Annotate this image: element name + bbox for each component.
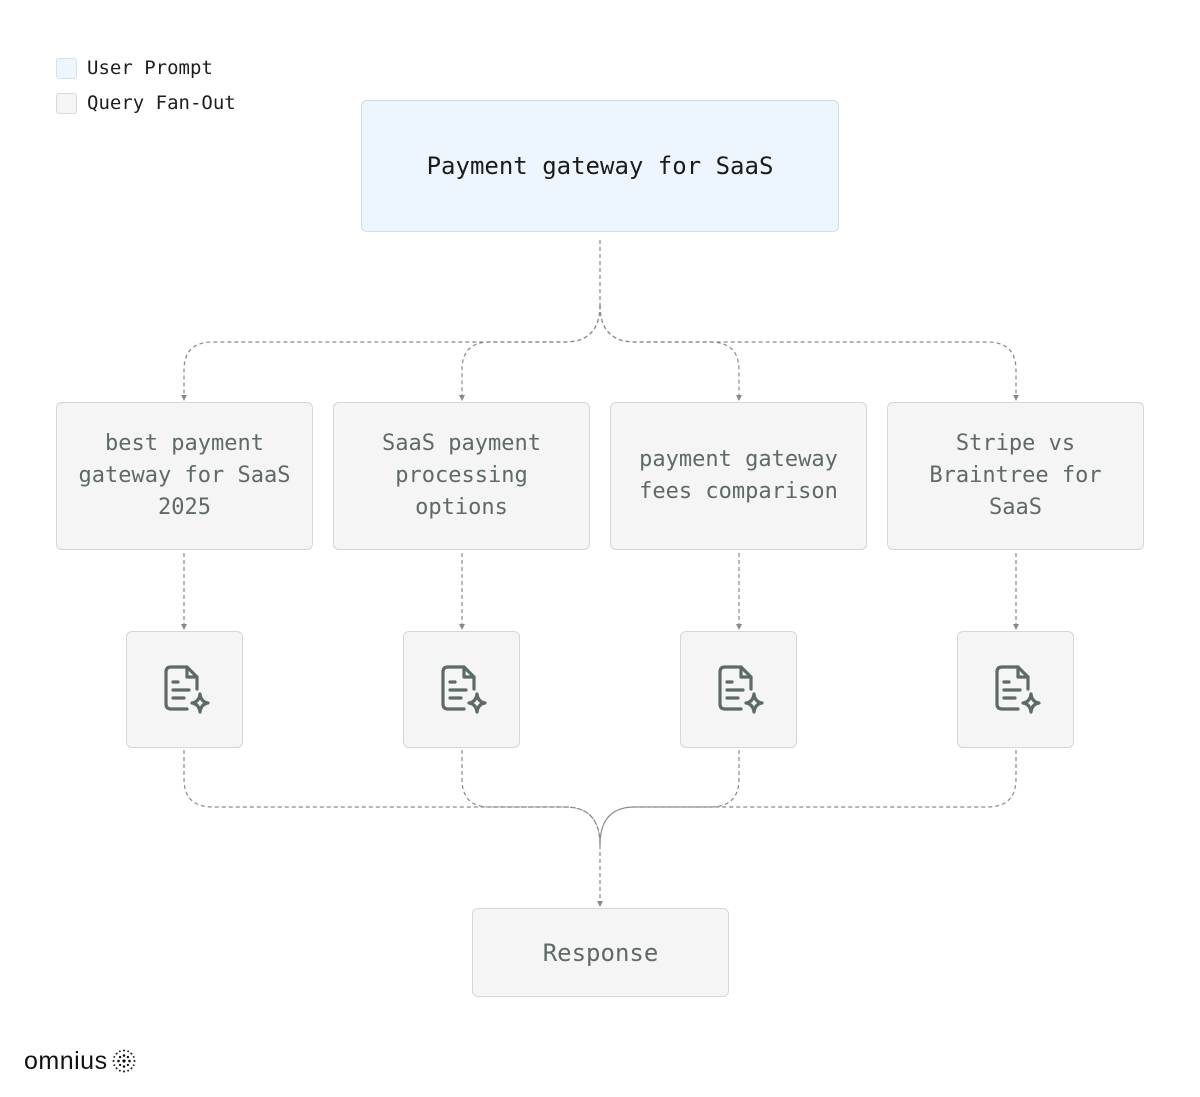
connector-fanin-2 [461,750,601,846]
query-text-3: payment gateway fees comparison [639,447,838,504]
response-node: Response [472,908,729,997]
legend-label-user-prompt: User Prompt [87,57,213,79]
connector-fanin-1 [183,750,601,846]
connector-fanout-4 [599,304,1019,401]
dotted-sphere-icon [112,1049,136,1073]
connector-fanin-4 [599,750,1017,846]
document-sparkle-icon [440,664,487,714]
query-text-1: best payment gateway for SaaS 2025 [78,431,291,520]
query-node-2: SaaS payment processing options [333,402,590,550]
connector-fanout-2 [459,304,601,401]
document-sparkle-icon [717,664,764,714]
query-node-4: Stripe vs Braintree for SaaS [887,402,1144,550]
connector-fanout-3 [599,304,742,401]
legend-item-query-fanout: Query Fan-Out [56,91,236,115]
legend-label-query-fanout: Query Fan-Out [87,92,236,114]
connector-fanin-3 [599,750,740,846]
document-node-3 [680,631,797,748]
query-node-1: best payment gateway for SaaS 2025 [56,402,313,550]
legend: User Prompt Query Fan-Out [56,56,236,126]
user-prompt-swatch [56,57,77,79]
document-sparkle-icon [163,664,210,714]
query-fanout-swatch [56,92,77,114]
user-prompt-text: Payment gateway for SaaS [426,152,774,180]
query-node-3: payment gateway fees comparison [610,402,867,550]
document-sparkle-icon [994,664,1041,714]
legend-item-user-prompt: User Prompt [56,56,236,80]
logo-wordmark: omnius [24,1046,108,1075]
user-prompt-node: Payment gateway for SaaS [361,100,839,232]
document-node-1 [126,631,243,748]
document-node-4 [957,631,1074,748]
omnius-logo: omnius [24,1046,137,1076]
document-node-2 [403,631,520,748]
query-text-2: SaaS payment processing options [382,431,541,520]
query-text-4: Stripe vs Braintree for SaaS [929,431,1102,520]
connector-fanout-1 [181,304,601,401]
response-text: Response [542,938,659,967]
